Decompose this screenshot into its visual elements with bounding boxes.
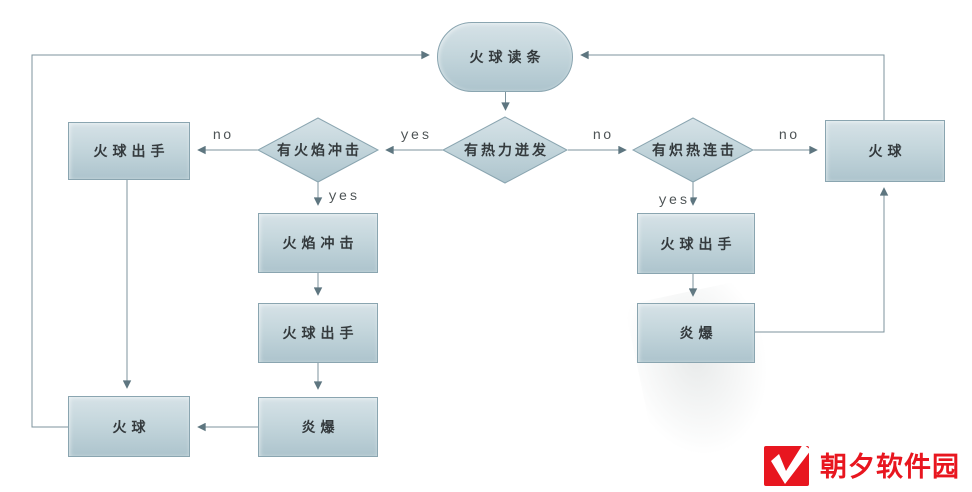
node-check-scorch: 有炽热连击: [649, 140, 737, 160]
node-check-fire-blast: 有火焰冲击: [274, 140, 362, 160]
node-fireball-left: 火球: [68, 396, 190, 457]
edge-label-fire-blast-no: no: [211, 128, 235, 144]
edge-label-scorch-no: no: [777, 128, 801, 144]
node-label: 有炽热连击: [652, 143, 737, 159]
site-logo: 朝夕软件园: [764, 443, 960, 486]
node-label: 有热力迸发: [464, 143, 549, 159]
node-label: 炎爆: [679, 326, 718, 342]
edge-label-fire-blast-yes: yes: [327, 189, 361, 205]
decision-shape-hot-streak: [441, 116, 569, 184]
connector-fireball-right-loop-to-start: [580, 50, 885, 120]
checkmark-logo-icon: [764, 444, 811, 486]
edge-label-hot-streak-no: no: [591, 128, 615, 144]
node-start-fireball-cast-bar: 火球读条: [437, 22, 573, 92]
node-fireball-cast-mid: 火球出手: [258, 303, 378, 363]
node-label: 火球: [112, 419, 151, 436]
decision-shape-fire-blast: [256, 117, 380, 183]
node-fireball-cast-right: 火球出手: [637, 213, 755, 274]
node-fire-blast: 火焰冲击: [258, 213, 378, 273]
node-pyroblast-right: 炎爆: [637, 303, 755, 363]
edge-label-scorch-yes: yes: [657, 193, 691, 209]
node-label: 火焰冲击: [282, 236, 359, 252]
node-label: 火球出手: [660, 236, 737, 253]
node-pyroblast-mid: 炎爆: [258, 397, 378, 457]
connector-pyroblast-right-to-fireball-right: [755, 187, 889, 333]
connector-fireball-left-loop-to-start: [31, 50, 430, 428]
node-fireball-cast-left: 火球出手: [68, 122, 190, 180]
node-label: 火球读条: [469, 50, 546, 66]
site-logo-text: 朝夕软件园: [820, 452, 960, 483]
node-label: 有火焰冲击: [277, 143, 362, 159]
node-label: 火球出手: [282, 326, 359, 342]
decision-shape-scorch: [631, 117, 755, 183]
node-fireball-right: 火球: [825, 120, 945, 182]
node-label: 火球: [868, 144, 907, 160]
node-check-hot-streak: 有热力迸发: [461, 140, 549, 160]
edge-label-hot-streak-yes: yes: [399, 128, 433, 144]
node-label: 火球出手: [93, 144, 170, 160]
node-label: 炎爆: [301, 420, 340, 436]
